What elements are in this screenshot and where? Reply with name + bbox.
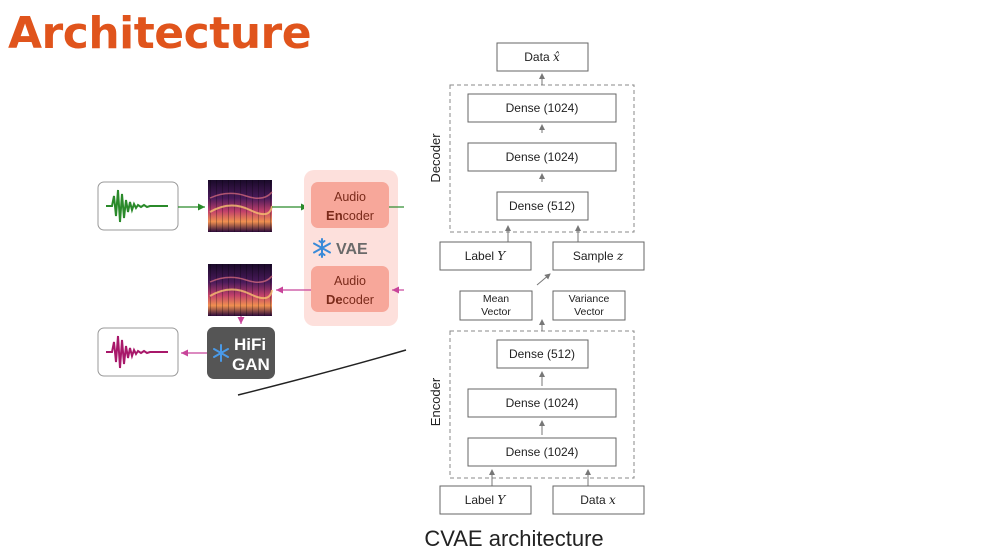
svg-text:Label Y: Label Y: [465, 493, 507, 507]
audio-encoder-label-1: Audio: [334, 190, 366, 204]
input-data-x-box: Data x: [552, 485, 645, 515]
encoder-dense-1024-middle: Dense (1024): [467, 388, 617, 418]
hifi-gan-label-1: HiFi: [234, 335, 266, 354]
audio-encoder-label-2: Encoder: [326, 208, 374, 223]
input-label-y-box: Label Y: [439, 485, 532, 515]
svg-text:Vector: Vector: [481, 306, 511, 318]
input-waveform-card: [97, 181, 179, 231]
svg-text:Label Y: Label Y: [465, 249, 507, 263]
snowflake-icon: [313, 238, 331, 258]
vae-frozen-label: VAE: [313, 238, 368, 258]
encoder-frame: [449, 330, 635, 479]
diagram-caption: CVAE architecture: [424, 526, 604, 551]
slide-title: Architecture: [8, 8, 312, 59]
input-spectrogram-image: [208, 180, 273, 232]
vae-label: VAE: [336, 241, 368, 258]
svg-text:Data x: Data x: [580, 493, 616, 507]
latent-label-y-box: Label Y: [439, 241, 532, 271]
zoom-connector-line: [237, 349, 407, 396]
svg-text:Sample z: Sample z: [573, 249, 624, 263]
output-spectrogram-image: [208, 264, 273, 316]
variance-vector-box: Variance Vector: [552, 290, 626, 321]
svg-text:Vector: Vector: [574, 306, 604, 318]
hifi-gan-label-2: GAN: [232, 355, 270, 374]
svg-text:Dense (1024): Dense (1024): [506, 396, 579, 410]
svg-text:Dense (1024): Dense (1024): [506, 150, 579, 164]
decoder-dense-1024-middle: Dense (1024): [467, 142, 617, 172]
audio-decoder-block: Audio Decoder: [311, 266, 389, 312]
data-xhat-output-box: Data x̂: [496, 42, 589, 72]
audio-decoder-label-2: Decoder: [326, 292, 374, 307]
decoder-frame: [449, 84, 635, 233]
svg-text:Data x̂: Data x̂: [524, 50, 560, 64]
svg-text:Dense (512): Dense (512): [509, 347, 575, 361]
input-waveform-icon: [106, 189, 168, 223]
mean-vector-box: Mean Vector: [459, 290, 533, 321]
audio-pipeline-diagram: Audio Encoder VAE Audio Decoder: [97, 170, 407, 396]
output-waveform-card: [97, 327, 179, 377]
snowflake-icon: [213, 344, 229, 362]
decoder-dense-512: Dense (512): [496, 191, 589, 221]
svg-text:Dense (1024): Dense (1024): [506, 101, 579, 115]
sample-z-box: Sample z: [552, 241, 645, 271]
encoder-section-label: Encoder: [428, 377, 443, 426]
encoder-dense-512: Dense (512): [496, 339, 589, 369]
audio-decoder-label-1: Audio: [334, 274, 366, 288]
encoder-dense-1024-bottom: Dense (1024): [467, 437, 617, 467]
decoder-section-label: Decoder: [428, 133, 443, 183]
svg-text:Dense (1024): Dense (1024): [506, 445, 579, 459]
decoder-dense-1024-top: Dense (1024): [467, 93, 617, 123]
hifi-gan-block: HiFi GAN: [207, 327, 275, 379]
audio-encoder-block: Audio Encoder: [311, 182, 389, 228]
svg-text:Dense (512): Dense (512): [509, 199, 575, 213]
svg-text:Mean: Mean: [483, 293, 509, 305]
svg-text:Variance: Variance: [569, 293, 610, 305]
output-waveform-icon: [106, 335, 168, 369]
